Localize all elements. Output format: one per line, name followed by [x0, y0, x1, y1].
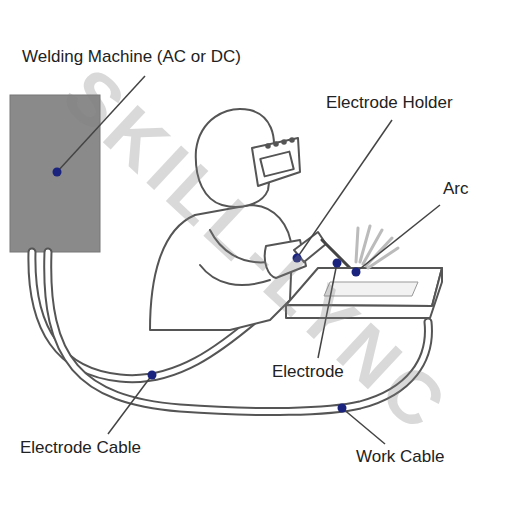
work-piece: [286, 268, 442, 318]
welding-machine: [10, 95, 100, 252]
electrode-rod: [322, 240, 350, 268]
leader-lines: [57, 76, 440, 444]
part-label: Welding Machine (AC or DC): [22, 47, 241, 67]
part-label: Arc: [443, 179, 469, 199]
part-label: Electrode Cable: [20, 438, 141, 458]
arc-sparks: [356, 226, 398, 268]
leader-dots: [53, 168, 361, 413]
part-label: Work Cable: [356, 447, 445, 467]
part-label: Electrode Holder: [326, 93, 453, 113]
part-label: Electrode: [272, 362, 344, 382]
